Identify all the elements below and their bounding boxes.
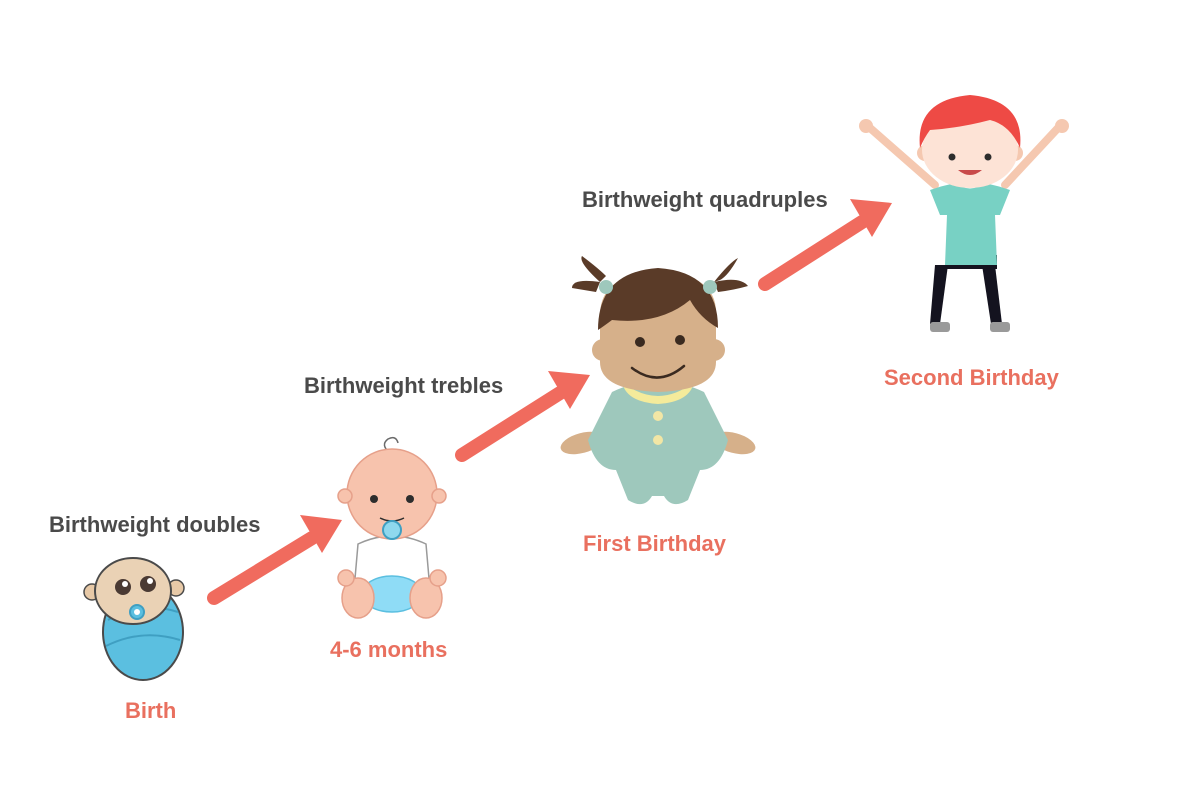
transition-label-doubles: Birthweight doubles — [49, 512, 261, 537]
toddler-girl-icon — [560, 256, 756, 505]
arrow-up-right-icon — [207, 515, 342, 605]
stage-label-4-6-months: 4-6 months — [330, 637, 448, 662]
stage-label-birth: Birth — [125, 698, 177, 723]
sitting-baby-icon — [337, 436, 447, 619]
cheering-child-icon — [859, 95, 1069, 332]
transition-label-quadruples: Birthweight quadruples — [582, 187, 828, 212]
arrow-up-right-icon — [758, 199, 892, 291]
stage-label-second-birthday: Second Birthday — [884, 365, 1059, 390]
swaddled-newborn-icon — [83, 557, 185, 681]
transition-label-trebles: Birthweight trebles — [304, 373, 504, 398]
arrow-up-right-icon — [455, 371, 590, 462]
stage-label-first-birthday: First Birthday — [583, 531, 727, 556]
